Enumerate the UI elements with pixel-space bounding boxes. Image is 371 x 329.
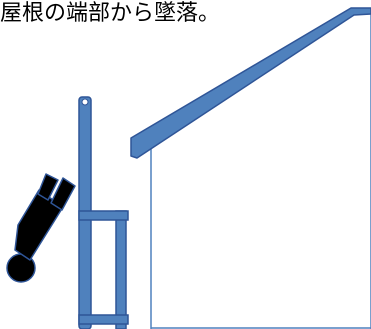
person-leg-left [37, 173, 59, 201]
house-wall [150, 11, 371, 329]
person-leg-right [50, 177, 76, 211]
falling-person [6, 173, 76, 283]
scaffold-beam-lower [78, 314, 129, 325]
scaffold-post [115, 210, 127, 329]
caption-text: 屋根の端部から墜落。 [0, 1, 221, 26]
pole-hole [81, 98, 89, 106]
roof [130, 7, 371, 159]
scaffold-beam-upper [78, 210, 129, 221]
person-body [14, 189, 64, 261]
